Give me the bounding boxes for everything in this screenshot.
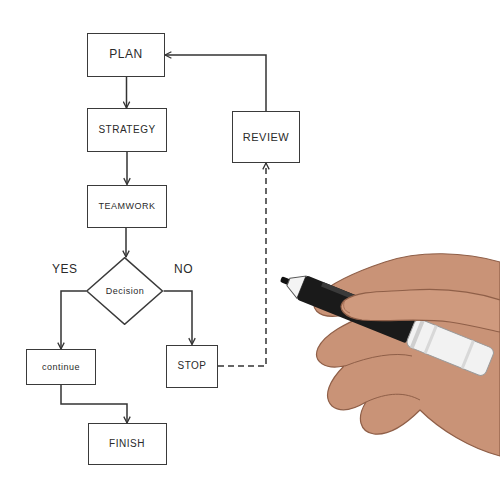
edge-label: NO: [172, 262, 195, 276]
process-box: REVIEW: [232, 111, 300, 163]
process-box: TEAMWORK: [87, 185, 167, 228]
flow-arrow: [165, 55, 266, 111]
flow-arrow: [125, 228, 127, 258]
process-box: PLAN: [87, 33, 165, 77]
flow-arrow: [164, 291, 192, 345]
node-text: continue: [42, 362, 80, 372]
edge-label: YES: [50, 262, 80, 276]
node-text: PLAN: [109, 48, 142, 62]
node-text: REVIEW: [243, 131, 289, 144]
process-box: continue: [26, 349, 96, 385]
process-box: STOP: [166, 345, 218, 388]
node-text: Decision: [106, 286, 145, 296]
node-text: TEAMWORK: [99, 201, 156, 211]
thumb: [341, 289, 500, 332]
flow-arrow: [126, 77, 128, 108]
node-text: FINISH: [109, 438, 145, 450]
flow-arrow: [61, 291, 86, 349]
flow-arrow: [126, 152, 128, 185]
decision-diamond: Decision: [86, 257, 163, 325]
terminal-box: FINISH: [88, 423, 167, 465]
hand-skin: [314, 254, 500, 456]
process-box: STRATEGY: [87, 108, 167, 152]
flow-arrow: [61, 385, 127, 423]
node-text: STRATEGY: [98, 124, 155, 136]
dashed-arrow: [218, 163, 266, 366]
node-text: STOP: [177, 360, 206, 372]
